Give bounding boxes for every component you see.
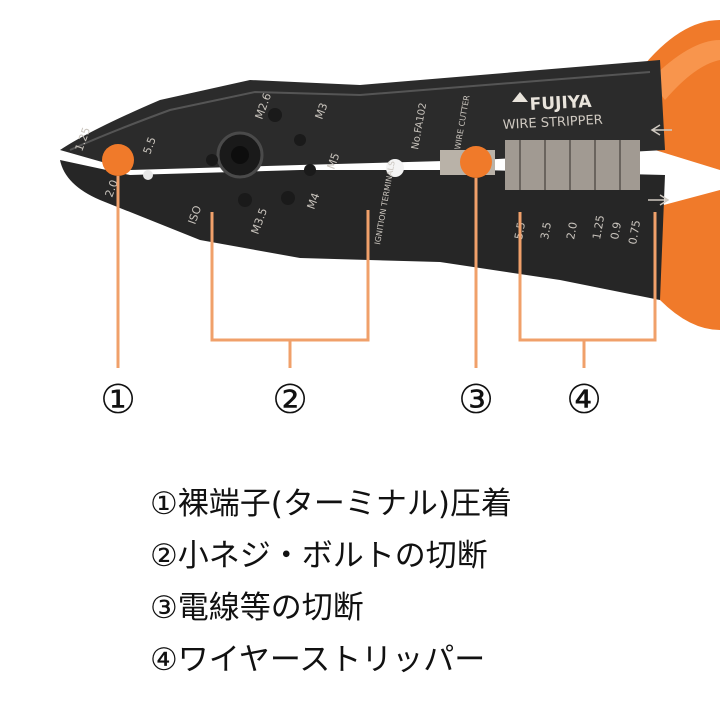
bolt-size-m5: M5 (325, 151, 343, 171)
bracket-2 (210, 210, 370, 368)
legend-item-wire-cut: ③電線等の切断 (150, 590, 364, 626)
callout-4: ④ (566, 377, 602, 423)
bolt-hole (294, 134, 306, 146)
crimp-size-55: 5.5 (141, 135, 159, 156)
callout-1: ① (100, 377, 136, 423)
strip-size-35: 3.5 (538, 221, 554, 240)
bolt-size-m4: M4 (305, 191, 323, 211)
fujiya-logo-icon (512, 92, 528, 102)
iso-mark: ISO (186, 204, 205, 227)
callout-3: ③ (458, 377, 494, 423)
callout-dot-1 (102, 144, 134, 176)
bolt-hole (268, 108, 282, 122)
strip-size-075: 0.75 (626, 219, 643, 245)
tool-body-lower (60, 160, 665, 300)
legend-item-bolt-cut: ②小ネジ・ボルトの切断 (150, 538, 488, 574)
bolt-hole (386, 159, 404, 177)
legend: ①裸端子(ターミナル)圧着 ②小ネジ・ボルトの切断 ③電線等の切断 ④ワイヤース… (150, 478, 670, 686)
bolt-hole (304, 164, 316, 176)
crimp-size-20: 2.0 (103, 178, 121, 199)
bolt-hole (281, 191, 295, 205)
bolt-size-m3: M3 (313, 101, 331, 121)
bolt-hole (238, 193, 252, 207)
strip-size-20: 2.0 (564, 221, 580, 240)
callout-dot-3 (460, 146, 492, 178)
strip-size-125: 1.25 (590, 214, 607, 240)
legend-item-stripper: ④ワイヤーストリッパー (150, 642, 486, 678)
callout-2: ② (272, 377, 308, 423)
stripper-teeth (505, 140, 640, 190)
brand-name: FUJIYA (529, 92, 593, 115)
legend-item-crimp: ①裸端子(ターミナル)圧着 (150, 486, 512, 522)
product-name: WIRE STRIPPER (502, 113, 603, 133)
bolt-hole (206, 154, 218, 166)
bracket-4 (518, 212, 657, 368)
strip-size-09: 0.9 (608, 221, 624, 240)
handle-lower (645, 190, 720, 330)
crimp-hole (143, 170, 153, 180)
